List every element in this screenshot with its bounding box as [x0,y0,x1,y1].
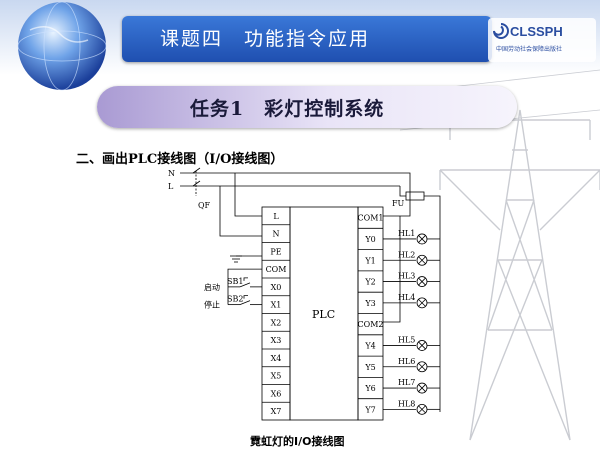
pushbutton-sb2 [228,295,262,306]
lamp-label-hl1: HL1 [398,229,415,238]
output-terminal-y7: Y7 [364,405,375,414]
lamp-hl3 [416,276,428,287]
input-terminal-x7: X7 [271,407,282,416]
input-terminal-l: L [273,212,279,221]
section-heading: 二、画出PLC接线图（I/O接线图） [76,152,284,167]
output-terminal-y1: Y1 [364,256,375,265]
lamp-label-hl8: HL8 [398,399,415,408]
button-id-sb2: SB2 [227,295,243,304]
lamp-label-hl3: HL3 [398,272,415,281]
lamp-label-hl5: HL5 [398,335,415,344]
publisher-logo-word: CLSSPH [510,24,563,39]
lamp-hl1 [416,233,428,245]
globe-icon [17,1,107,91]
l-label: L [168,182,174,191]
output-terminal-y0: Y0 [364,235,375,244]
input-terminal-n: N [273,230,280,239]
output-terminal-y5: Y5 [364,363,375,372]
lamp-label-hl7: HL7 [398,378,415,387]
lamp-hl8 [416,403,428,415]
input-terminal-x5: X5 [271,372,282,381]
fuse-fu [405,191,425,201]
input-terminal-x0: X0 [271,283,282,292]
qf-label: QF [198,201,211,210]
input-terminal-pe: PE [270,247,281,256]
n-label: N [168,169,175,178]
lamp-hl7 [416,382,428,394]
lamp-hl4 [416,297,428,309]
button-label-sb2: 停止 [204,300,220,310]
output-terminal-com2: COM2 [358,320,384,329]
button-label-sb1: 启动 [204,282,220,292]
lamp-label-hl2: HL2 [398,250,415,259]
pushbutton-sb1 [228,277,262,288]
button-id-sb1: SB1 [227,277,243,286]
input-terminal-x6: X6 [271,389,282,398]
course-title-bar [122,16,492,62]
input-terminal-x1: X1 [271,301,282,310]
output-terminal-y4: Y4 [364,341,375,350]
diagram-caption: 霓虹灯的I/O接线图 [250,435,345,448]
output-terminal-com1: COM1 [358,214,384,223]
publisher-logo-subtitle: 中国劳动社会保障出版社 [496,46,563,53]
output-terminal-y2: Y2 [364,278,375,287]
power-tower-icon [379,69,600,441]
course-title: 课题四 功能指令应用 [160,28,371,50]
input-terminal-com: COM [266,265,287,274]
breaker-qf [192,167,201,196]
input-terminal-x2: X2 [271,318,282,327]
output-terminal-y6: Y6 [364,384,375,393]
input-terminal-x4: X4 [271,354,282,363]
lamp-hl6 [416,361,428,373]
swirl-logo-icon [493,23,509,39]
plc-label: PLC [312,308,335,321]
fu-label: FU [392,199,405,208]
input-terminal-x3: X3 [271,336,282,345]
lamp-label-hl6: HL6 [398,357,415,366]
lamp-hl5 [416,340,428,351]
lamp-label-hl4: HL4 [398,293,415,302]
task-title: 任务1 彩灯控制系统 [190,98,385,120]
output-terminal-y3: Y3 [364,299,375,308]
task-title-bar [97,86,517,128]
lamp-hl2 [416,254,428,266]
